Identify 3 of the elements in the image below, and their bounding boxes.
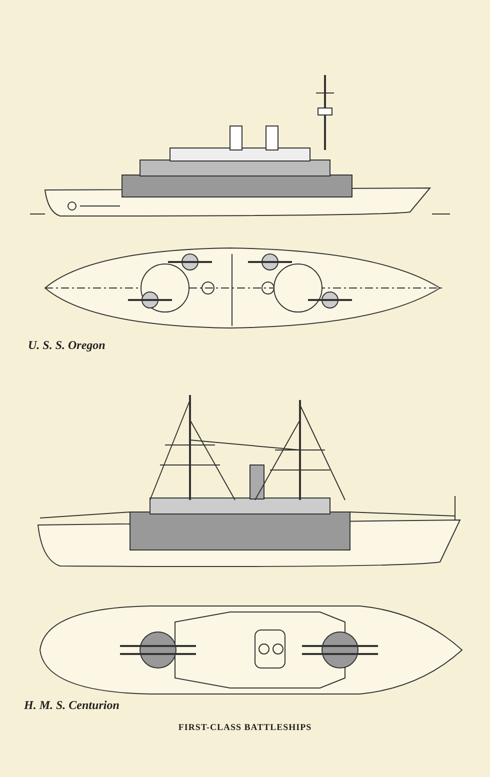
figure-caption: FIRST-CLASS BATTLESHIPS [177,722,313,732]
ship-name: H. M. S. Centurion [24,698,120,713]
ship-name: U. S. S. Oregon [28,338,106,353]
